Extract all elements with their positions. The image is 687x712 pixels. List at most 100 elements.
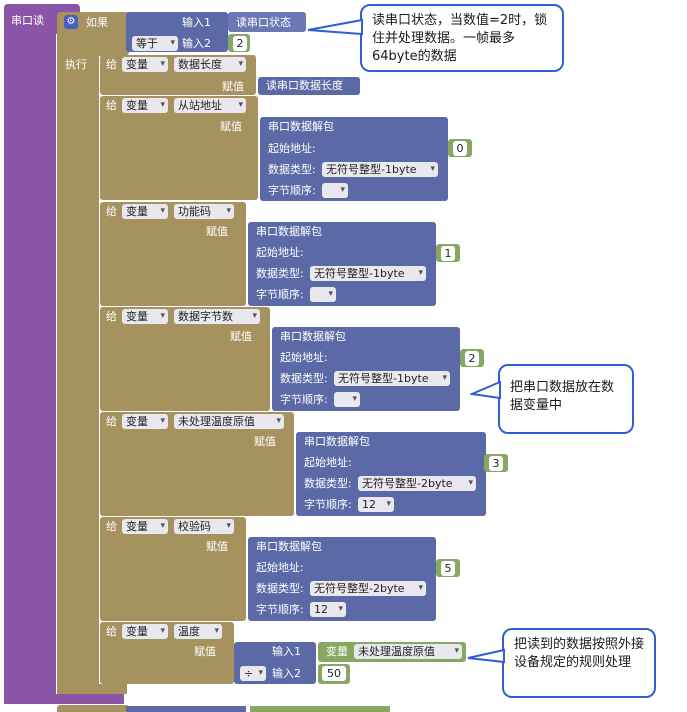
var-name-dropdown[interactable]: 功能码 xyxy=(174,204,234,219)
unpack-block[interactable] xyxy=(260,117,448,201)
compare-value[interactable]: 2 xyxy=(233,36,247,51)
var-dropdown[interactable]: 变量 xyxy=(122,624,168,639)
start-addr-label: 起始地址: xyxy=(304,456,352,469)
var-name-dropdown[interactable]: 数据字节数 xyxy=(174,309,260,324)
data-type-dropdown[interactable]: 无符号整型-1byte xyxy=(310,266,426,281)
event-footer xyxy=(4,694,124,704)
data-type-dropdown[interactable]: 无符号整型-1byte xyxy=(322,162,438,177)
unpack-label: 串口数据解包 xyxy=(256,540,322,553)
unpack-block[interactable] xyxy=(272,327,460,411)
var-dropdown[interactable]: 变量 xyxy=(122,204,168,219)
data-type-label: 数据类型: xyxy=(268,163,316,176)
set-block-rawtemp[interactable] xyxy=(100,412,294,516)
var-name-dropdown[interactable]: 校验码 xyxy=(174,519,234,534)
byte-order-label: 字节顺序: xyxy=(280,393,328,406)
read-length-label: 读串口数据长度 xyxy=(266,79,343,92)
start-value[interactable]: 2 xyxy=(465,351,479,366)
start-value[interactable]: 3 xyxy=(489,456,503,471)
next-compare-block[interactable] xyxy=(126,706,246,712)
start-addr-label: 起始地址: xyxy=(256,561,304,574)
read-status-block[interactable] xyxy=(228,12,306,32)
byte-order-dropdown[interactable] xyxy=(334,392,360,407)
var-dropdown[interactable]: 变量 xyxy=(122,519,168,534)
var-get-label: 变量 xyxy=(326,645,348,658)
give-label: 给 xyxy=(106,58,117,71)
read-length-block[interactable] xyxy=(258,77,360,95)
assign-label: 赋值 xyxy=(194,645,216,658)
assign-label: 赋值 xyxy=(206,540,228,553)
comment-bubble-1: 读串口状态，当数值=2时，锁住并处理数据。一帧最多64byte的数据 xyxy=(360,4,564,72)
var-name-dropdown[interactable]: 未处理温度原值 xyxy=(174,414,284,429)
var-dropdown[interactable]: 变量 xyxy=(122,57,168,72)
unpack-label: 串口数据解包 xyxy=(256,225,322,238)
assign-label: 赋值 xyxy=(206,225,228,238)
byte-order-label: 字节顺序: xyxy=(256,288,304,301)
byte-order-dropdown[interactable] xyxy=(322,183,348,198)
give-label: 给 xyxy=(106,310,117,323)
next-if-block[interactable] xyxy=(57,705,129,712)
data-type-label: 数据类型: xyxy=(256,582,304,595)
start-value[interactable]: 1 xyxy=(441,246,455,261)
next-number-block[interactable] xyxy=(250,706,390,712)
start-addr-label: 起始地址: xyxy=(280,351,328,364)
data-type-dropdown[interactable]: 无符号整型-2byte xyxy=(358,476,476,491)
var-name-dropdown[interactable]: 数据长度 xyxy=(174,57,246,72)
compare-input2-label: 输入2 xyxy=(182,37,211,50)
start-addr-label: 起始地址: xyxy=(268,142,316,155)
event-label: 串口读 xyxy=(11,14,44,27)
assign-label: 赋值 xyxy=(254,435,276,448)
var-dropdown[interactable]: 变量 xyxy=(122,98,168,113)
byte-order-label: 字节顺序: xyxy=(268,184,316,197)
if-label: 如果 xyxy=(86,16,108,29)
data-type-dropdown[interactable]: 无符号整型-1byte xyxy=(334,371,450,386)
operator-dropdown[interactable]: 等于 xyxy=(132,36,178,51)
set-block-bytecount[interactable] xyxy=(100,307,270,411)
exec-label: 执行 xyxy=(65,58,87,71)
set-block-checksum[interactable] xyxy=(100,517,246,621)
byte-order-dropdown[interactable]: 12 xyxy=(358,497,394,512)
comment-bubble-3: 把读到的数据按照外接设备规定的规则处理 xyxy=(502,628,656,698)
unpack-label: 串口数据解包 xyxy=(280,330,346,343)
if-exec-column xyxy=(57,52,99,694)
comment-text-1: 读串口状态，当数值=2时，锁住并处理数据。一帧最多64byte的数据 xyxy=(372,13,548,64)
unpack-label: 串口数据解包 xyxy=(268,120,334,133)
data-type-label: 数据类型: xyxy=(280,372,328,385)
byte-order-dropdown[interactable] xyxy=(310,287,336,302)
comment-tail-3 xyxy=(467,648,505,664)
math-input1-label: 输入1 xyxy=(272,645,301,658)
start-addr-label: 起始地址: xyxy=(256,246,304,259)
var-name-dropdown[interactable]: 温度 xyxy=(174,624,222,639)
assign-label: 赋值 xyxy=(230,330,252,343)
byte-order-dropdown[interactable]: 12 xyxy=(310,602,346,617)
give-label: 给 xyxy=(106,99,117,112)
math-input2-label: 输入2 xyxy=(272,667,301,680)
comment-tail-2 xyxy=(470,380,501,400)
start-value[interactable]: 0 xyxy=(453,141,467,156)
comment-tail-1 xyxy=(307,18,363,36)
divisor-value[interactable]: 50 xyxy=(322,666,346,681)
math-operator-dropdown[interactable]: ÷ xyxy=(240,666,266,681)
give-label: 给 xyxy=(106,205,117,218)
var-ref-dropdown[interactable]: 未处理温度原值 xyxy=(354,644,462,659)
set-block-function[interactable] xyxy=(100,202,246,306)
gear-icon[interactable]: ⚙ xyxy=(64,15,78,29)
byte-order-label: 字节顺序: xyxy=(256,603,304,616)
comment-bubble-2: 把串口数据放在数据变量中 xyxy=(498,364,634,434)
data-type-dropdown[interactable]: 无符号整型-2byte xyxy=(310,581,426,596)
unpack-block[interactable] xyxy=(248,222,436,306)
give-label: 给 xyxy=(106,520,117,533)
set-block-slave[interactable] xyxy=(100,96,258,200)
data-type-label: 数据类型: xyxy=(304,477,352,490)
unpack-label: 串口数据解包 xyxy=(304,435,370,448)
if-footer xyxy=(57,684,127,694)
var-name-dropdown[interactable]: 从站地址 xyxy=(174,98,246,113)
read-status-label: 读串口状态 xyxy=(236,16,291,29)
assign-label: 赋值 xyxy=(222,80,244,93)
var-dropdown[interactable]: 变量 xyxy=(122,414,168,429)
start-value[interactable]: 5 xyxy=(441,561,455,576)
var-dropdown[interactable]: 变量 xyxy=(122,309,168,324)
serial-read-event-block[interactable] xyxy=(4,4,56,700)
data-type-label: 数据类型: xyxy=(256,267,304,280)
give-label: 给 xyxy=(106,415,117,428)
give-label: 给 xyxy=(106,625,117,638)
